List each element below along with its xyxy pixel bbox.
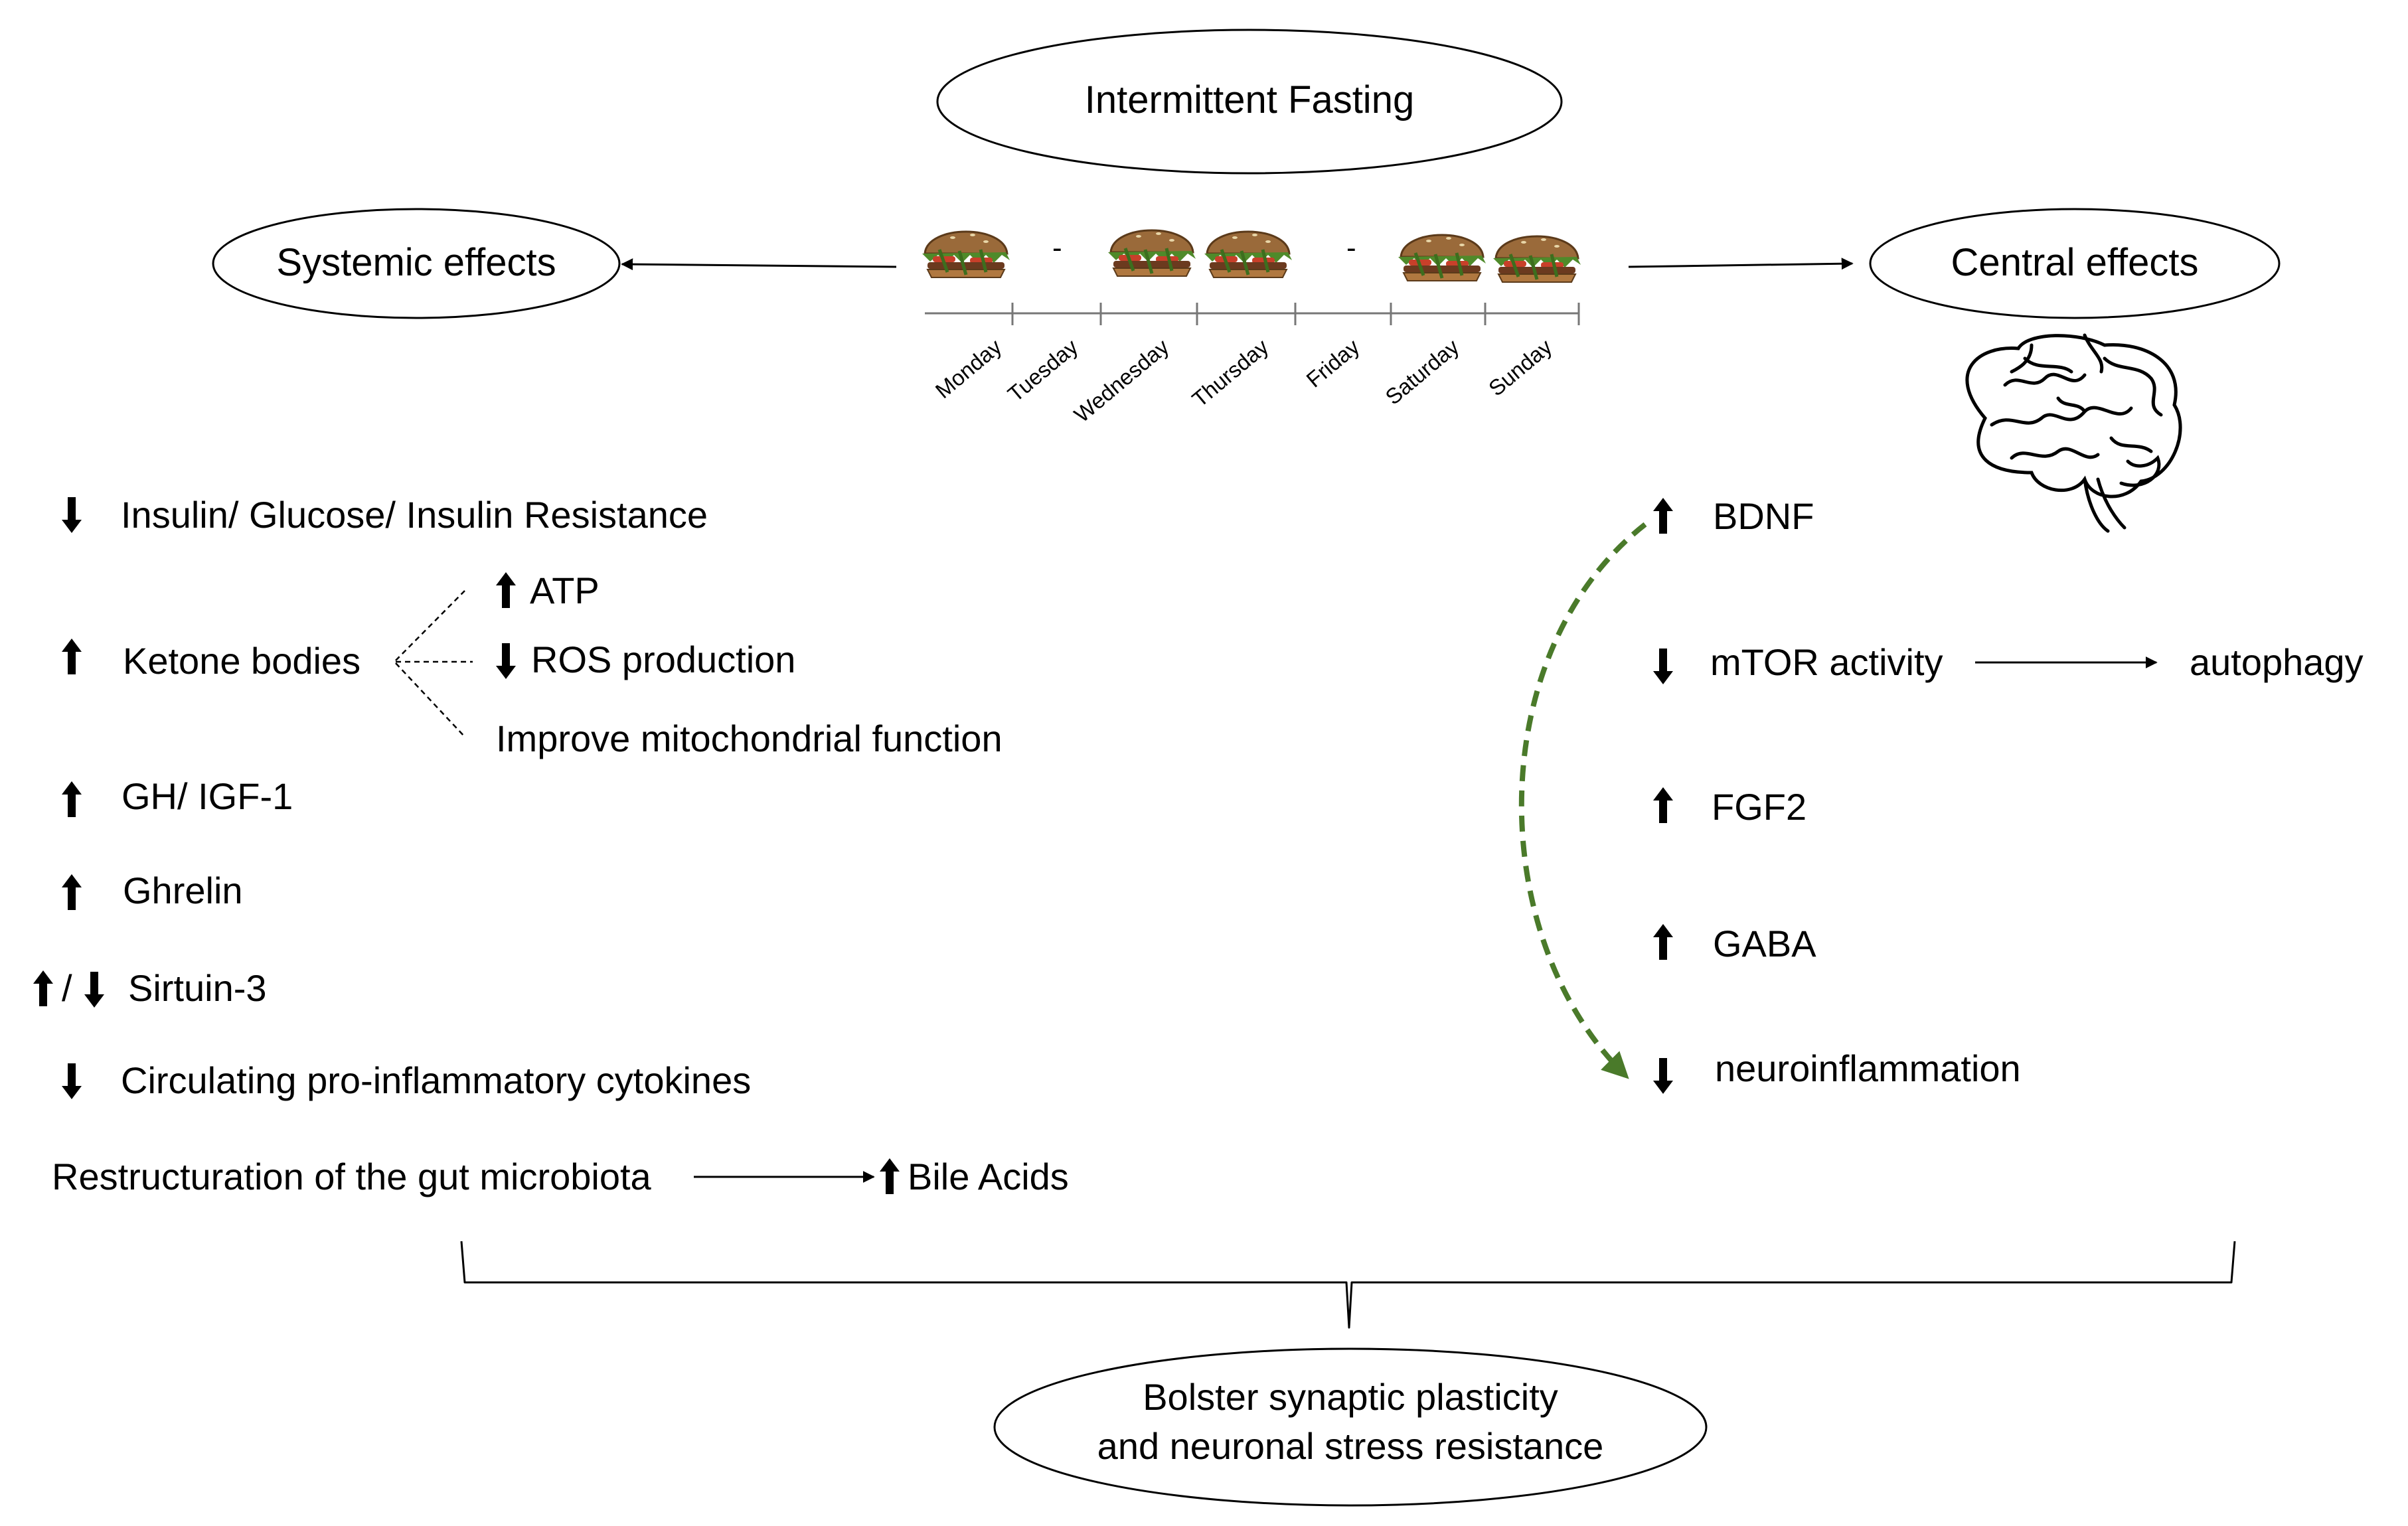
outcome-line-1: Bolster synaptic plasticity bbox=[1143, 1376, 1558, 1418]
ros-production-label: ROS production bbox=[531, 639, 796, 680]
systemic-effects-title: Systemic effects bbox=[276, 241, 556, 284]
day-label: Thursday bbox=[1187, 334, 1273, 412]
outcome-ellipse bbox=[993, 1347, 1708, 1507]
bdnf-to-neuroinflammation-arrow bbox=[1518, 522, 1647, 1079]
fasting-day-marker: - bbox=[1052, 232, 1062, 264]
day-label: Tuesday bbox=[1003, 334, 1083, 407]
central-effects-title: Central effects bbox=[1951, 241, 2199, 284]
sirtuin-3-label: Sirtuin-3 bbox=[128, 967, 267, 1009]
mtor-activity-label: mTOR activity bbox=[1710, 641, 1943, 683]
neuroinflammation-label: neuroinflammation bbox=[1715, 1047, 2021, 1089]
brain-icon bbox=[1965, 333, 2182, 533]
day-label: Monday bbox=[930, 334, 1006, 404]
week-timeline bbox=[925, 303, 1580, 325]
outcome-line-2: and neuronal stress resistance bbox=[1097, 1425, 1604, 1467]
ketone-bodies-label: Ketone bodies bbox=[123, 640, 361, 682]
autophagy-label: autophagy bbox=[2190, 641, 2364, 683]
to-systemic-arrow bbox=[621, 258, 897, 271]
central-effects-ellipse bbox=[1869, 208, 2281, 319]
fgf2-label: FGF2 bbox=[1712, 786, 1807, 828]
bile-acids-label: Bile Acids bbox=[908, 1156, 1069, 1197]
day-label: Sunday bbox=[1483, 334, 1557, 401]
sirtuin-separator: / bbox=[62, 967, 72, 1009]
gaba-label: GABA bbox=[1713, 923, 1816, 964]
to-central-arrow bbox=[1628, 258, 1854, 270]
systemic-effects-ellipse bbox=[212, 208, 621, 319]
fasting-day-marker: - bbox=[1346, 232, 1356, 264]
day-label: Saturday bbox=[1380, 334, 1464, 410]
intermittent-fasting-title: Intermittent Fasting bbox=[1084, 78, 1415, 121]
ghrelin-label: Ghrelin bbox=[123, 870, 243, 911]
day-label: Wednesday bbox=[1069, 334, 1174, 427]
intermittent-fasting-ellipse bbox=[936, 29, 1563, 175]
atp-label: ATP bbox=[530, 570, 600, 611]
gh-igf1-label: GH/ IGF-1 bbox=[121, 775, 293, 817]
insulin-glucose-label: Insulin/ Glucose/ Insulin Resistance bbox=[121, 494, 708, 536]
mitochondrial-function-label: Improve mitochondrial function bbox=[496, 718, 1003, 759]
cytokines-label: Circulating pro-inflammatory cytokines bbox=[121, 1059, 752, 1101]
day-label: Friday bbox=[1301, 334, 1364, 392]
ketone-branches bbox=[395, 590, 473, 737]
outcome-text: Bolster synaptic plasticity and neuronal… bbox=[1097, 1373, 1604, 1471]
convergence-brace bbox=[460, 1241, 2236, 1329]
bdnf-label: BDNF bbox=[1713, 495, 1814, 537]
gut-microbiota-label: Restructuration of the gut microbiota bbox=[52, 1156, 651, 1197]
